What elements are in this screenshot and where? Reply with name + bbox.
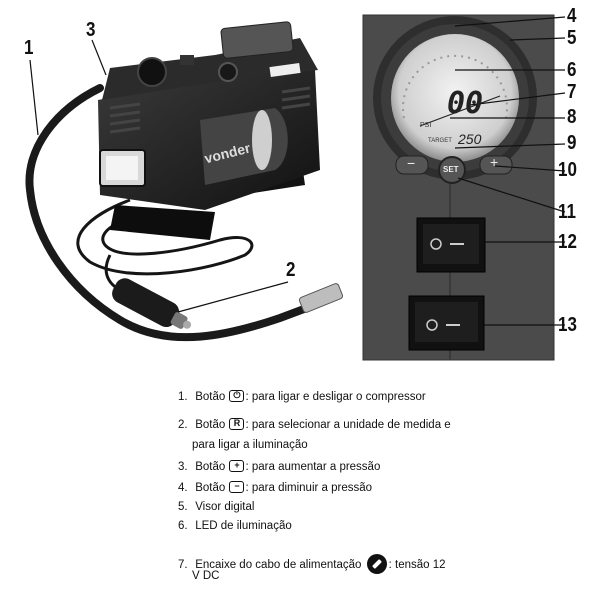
control-panel-photo (362, 14, 555, 361)
display-unit: PSI (420, 122, 432, 129)
legend-text: Visor digital (195, 501, 255, 513)
legend-num: 6. (178, 520, 188, 532)
legend-num: 3. (178, 461, 188, 473)
callout-6: 6 (567, 59, 577, 81)
compressor-photo (25, 21, 344, 342)
plus-button-icon: + (229, 460, 245, 472)
callout-12: 12 (558, 231, 577, 253)
r-button-icon: R (229, 418, 245, 430)
callout-13: 13 (558, 314, 577, 336)
legend-num: 2. (178, 419, 188, 431)
legend-prefix: Botão (195, 391, 226, 403)
legend-item-5: 5. Visor digital (178, 501, 254, 513)
legend-text-continued: para ligar a iluminação (192, 439, 308, 451)
callout-7: 7 (567, 81, 577, 103)
legend-item-6: 6. LED de iluminação (178, 520, 292, 532)
legend-text: : tensão 12 (388, 559, 446, 571)
legend-num: 7. (178, 559, 188, 571)
callout-4: 4 (567, 5, 577, 27)
callout-3: 3 (86, 19, 96, 41)
display-value: 00 (447, 86, 484, 121)
legend-item-3: 3. Botão +: para aumentar a pressão (178, 460, 380, 473)
legend-text: : para diminuir a pressão (245, 482, 373, 494)
legend-prefix: Botão (195, 419, 226, 431)
legend-num: 1. (178, 391, 188, 403)
legend-prefix: Botão (195, 482, 226, 494)
legend-text: LED de iluminação (195, 520, 292, 532)
legend-text: : para aumentar a pressão (245, 461, 381, 473)
callout-9: 9 (567, 132, 577, 154)
legend-item-7: 7. Encaixe do cabo de alimentação : tens… (178, 554, 446, 574)
legend-prefix: Botão (195, 461, 226, 473)
target-value: 250 (458, 131, 482, 147)
legend-prefix: Encaixe do cabo de alimentação (195, 559, 362, 571)
legend-num: 5. (178, 501, 188, 513)
legend-num: 4. (178, 482, 188, 494)
plug-icon (366, 554, 387, 574)
callout-1: 1 (24, 37, 34, 59)
callout-11: 11 (558, 201, 576, 223)
set-button-label: SET (443, 165, 459, 174)
legend-item-2-cont: para ligar a iluminação (178, 439, 308, 451)
minus-button-icon: − (229, 481, 245, 493)
power-icon: ⏻ (229, 390, 245, 402)
legend-text-continued: V DC (192, 570, 220, 582)
legend-item-2: 2. Botão R: para selecionar a unidade de… (178, 418, 451, 431)
callout-5: 5 (567, 27, 577, 49)
legend-item-1: 1. Botão ⏻: para ligar e desligar o comp… (178, 390, 426, 403)
callout-8: 8 (567, 106, 577, 128)
plus-button-symbol: + (490, 154, 499, 170)
legend-item-7-cont: V DC (178, 570, 219, 582)
legend-text: : para selecionar a unidade de medida e (245, 419, 451, 431)
callout-10: 10 (558, 159, 577, 181)
legend-text: : para ligar e desligar o compressor (245, 391, 426, 403)
minus-button-symbol: − (407, 155, 416, 171)
callout-2: 2 (286, 259, 296, 281)
legend-item-4: 4. Botão −: para diminuir a pressão (178, 481, 372, 494)
target-label: TARGET (428, 138, 452, 144)
